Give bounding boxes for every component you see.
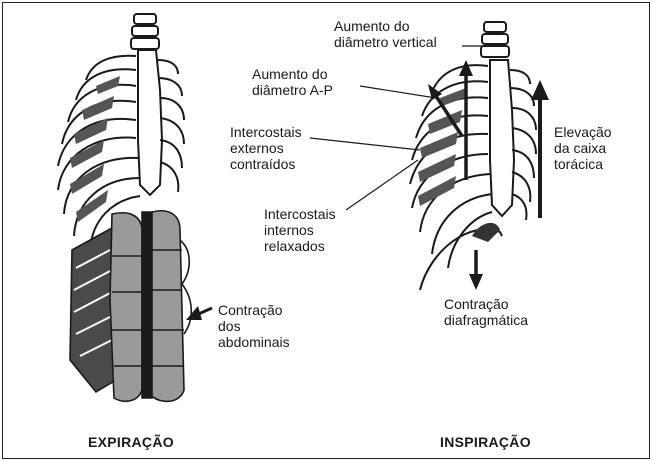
- label-diaphragm-contraction: Contração diafragmática: [444, 296, 528, 328]
- label-internal-intercostals: Intercostais internos relaxados: [264, 206, 336, 254]
- inspiration-ribcage: [410, 22, 536, 290]
- label-line: torácica: [554, 156, 612, 172]
- label-abdominal-contraction: Contração dos abdominais: [218, 302, 290, 350]
- caption-inspiration: INSPIRAÇÃO: [440, 434, 531, 450]
- diaphragm-down-arrow: [469, 250, 483, 290]
- label-line: externos: [230, 140, 302, 156]
- abdominal-arrow: [186, 306, 212, 320]
- label-line: Contração: [444, 296, 528, 312]
- label-line: Aumento do: [334, 18, 437, 34]
- label-line: contraídos: [230, 156, 302, 172]
- label-line: Elevação: [554, 124, 612, 140]
- label-line: relaxados: [264, 238, 336, 254]
- label-line: dos: [218, 318, 290, 334]
- caption-expiration: EXPIRAÇÃO: [88, 434, 174, 450]
- label-vertical-diameter: Aumento do diâmetro vertical: [334, 18, 437, 50]
- label-line: da caixa: [554, 140, 612, 156]
- label-line: abdominais: [218, 334, 290, 350]
- leader-lines: [310, 46, 486, 210]
- label-line: diafragmática: [444, 312, 528, 328]
- label-ap-diameter: Aumento do diâmetro A-P: [252, 66, 333, 98]
- vertical-diameter-arrow: [459, 60, 473, 180]
- label-line: internos: [264, 222, 336, 238]
- abdominal-muscles: [70, 211, 191, 402]
- label-line: diâmetro vertical: [334, 34, 437, 50]
- label-rib-cage-elevation: Elevação da caixa torácica: [554, 124, 612, 172]
- label-line: diâmetro A-P: [252, 82, 333, 98]
- label-line: Contração: [218, 302, 290, 318]
- label-line: Intercostais: [230, 124, 302, 140]
- label-line: Aumento do: [252, 66, 333, 82]
- label-external-intercostals: Intercostais externos contraídos: [230, 124, 302, 172]
- label-line: Intercostais: [264, 206, 336, 222]
